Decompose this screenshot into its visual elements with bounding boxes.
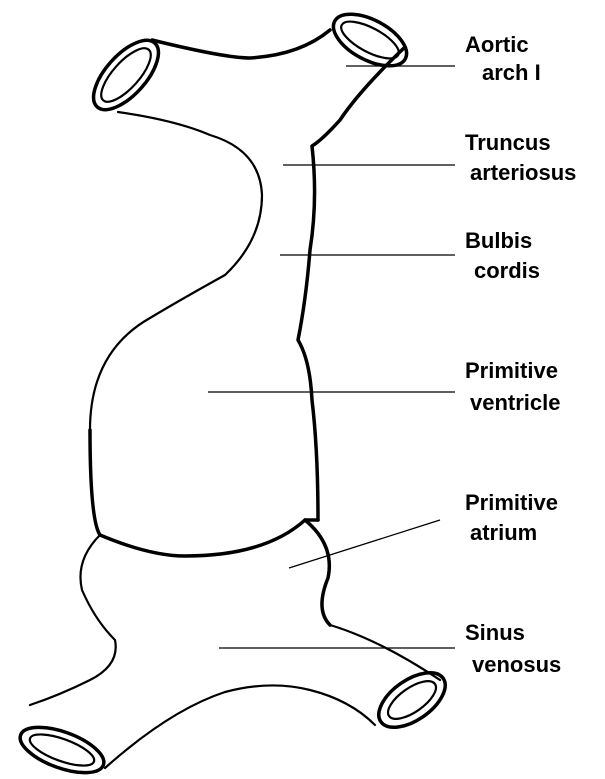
label-primitive-atrium: Primitive atrium <box>465 490 564 545</box>
label-sinus-venosus: Sinus venosus <box>465 620 561 677</box>
left-venous-opening-inner <box>26 728 97 772</box>
left-aortic-opening-inner <box>94 41 159 109</box>
left-venous-opening-outer <box>14 718 109 779</box>
label-aortic-arch: Aortic arch I <box>465 32 541 85</box>
right-venous-opening-inner <box>382 674 442 726</box>
truncus-right-wall <box>298 48 404 520</box>
left-aortic-branch <box>152 30 330 58</box>
atrium-left-wall <box>30 535 116 705</box>
primitive-ventricle-outline <box>90 430 318 556</box>
heart-tube-outline <box>14 4 454 779</box>
left-aortic-branch-lower <box>90 112 262 430</box>
left-aortic-opening-outer <box>82 30 169 121</box>
primitive-atrium-outline <box>305 520 330 625</box>
sinus-venosus-arch <box>105 685 375 768</box>
labels: Aortic arch I Truncus arteriosus Bulbis … <box>465 32 576 677</box>
label-truncus-arteriosus: Truncus arteriosus <box>465 130 576 185</box>
label-primitive-ventricle: Primitive ventricle <box>465 358 564 415</box>
right-venous-opening-outer <box>369 662 454 738</box>
label-bulbis-cordis: Bulbis cordis <box>465 228 540 283</box>
